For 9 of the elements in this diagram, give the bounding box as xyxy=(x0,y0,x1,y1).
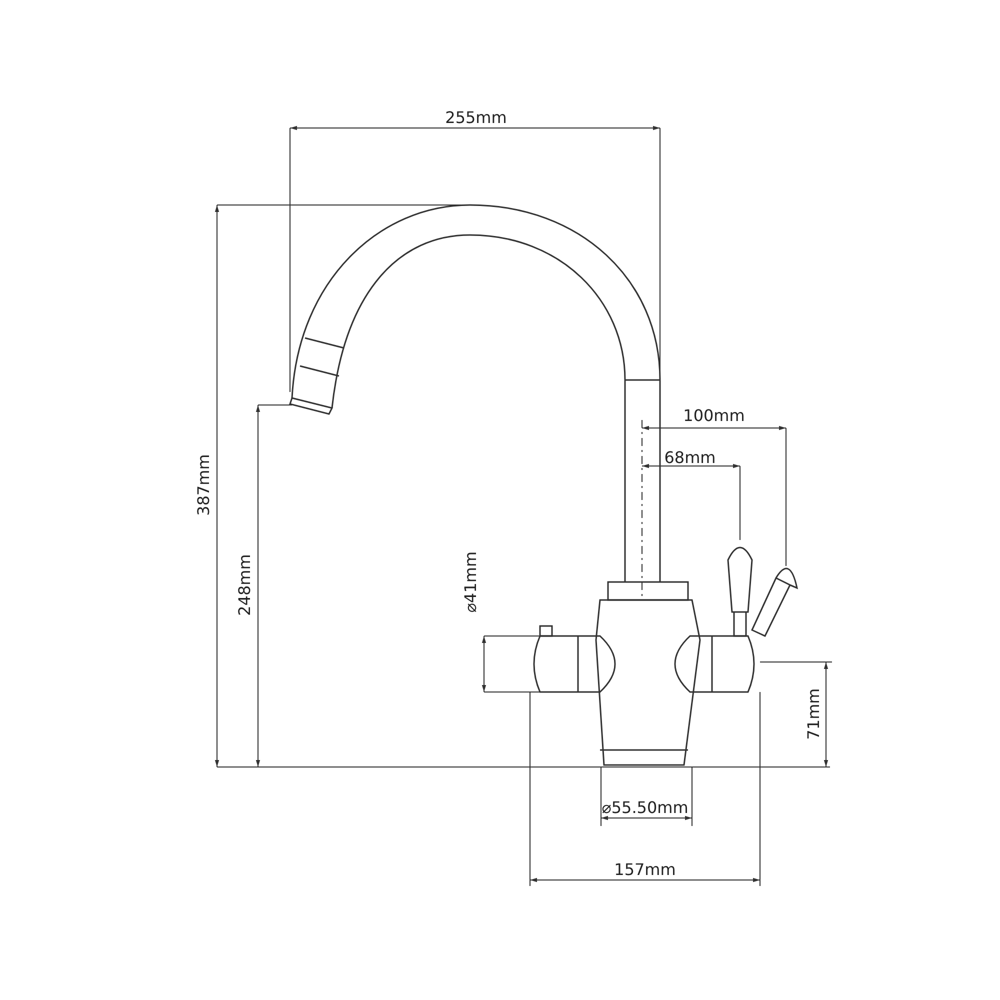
dimension-label: 255mm xyxy=(445,110,507,126)
dimension-label: 68mm xyxy=(664,450,716,466)
dimension-label: ⌀55.50mm xyxy=(602,800,688,816)
dimension-label: 100mm xyxy=(683,408,745,424)
dimension-label: 71mm xyxy=(806,688,822,740)
dimension-label: 387mm xyxy=(196,454,212,516)
dimension-label: 248mm xyxy=(237,554,253,616)
dimension-label: ⌀41mm xyxy=(463,551,479,613)
dimension-label: 157mm xyxy=(614,862,676,878)
